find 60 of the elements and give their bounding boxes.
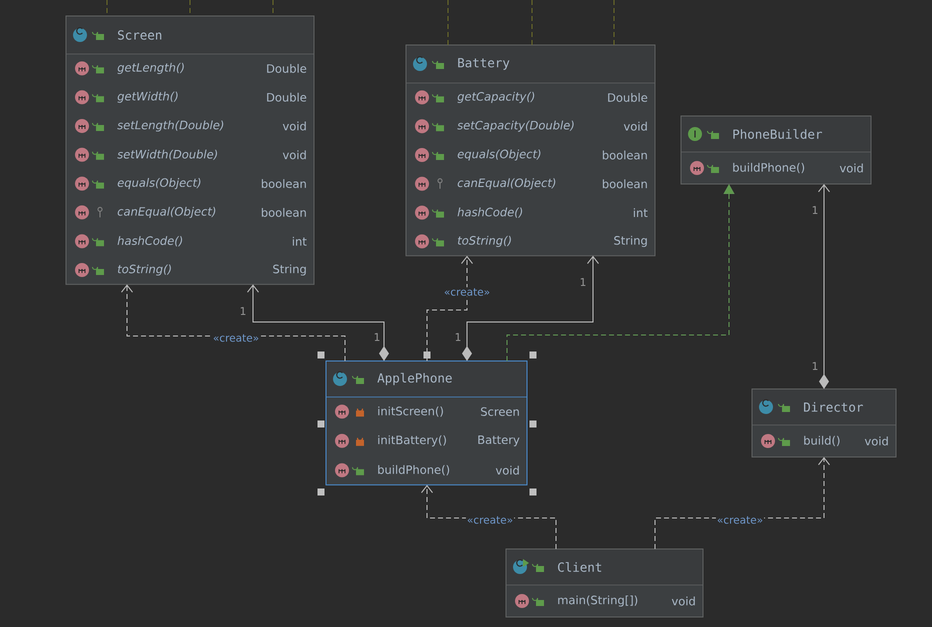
return-type: boolean	[262, 208, 306, 217]
class-name: ApplePhone	[377, 372, 452, 386]
multiplicity-label: 1	[374, 333, 380, 341]
multiplicity-label: 1	[580, 278, 586, 286]
return-type: Screen	[481, 407, 519, 416]
return-type: Double	[267, 64, 306, 73]
class-name: Screen	[118, 30, 162, 40]
method-name: equals(Object)	[118, 178, 200, 190]
method-name: hashCode()	[118, 236, 182, 246]
class-name: Client	[558, 562, 602, 572]
method-name: canEqual(Object)	[458, 178, 556, 190]
method-name: hashCode()	[458, 207, 522, 218]
method-name: getCapacity()	[458, 92, 534, 103]
return-type: Double	[608, 92, 648, 102]
return-type: boolean	[602, 179, 647, 188]
method-name: canEqual(Object)	[118, 206, 216, 218]
class-name: PhoneBuilder	[733, 129, 822, 139]
method-name: main(String[])	[558, 595, 638, 607]
return-type: int	[292, 236, 307, 246]
multiplicity-label: 1	[812, 362, 818, 370]
method-name: buildPhone()	[378, 465, 450, 476]
method-name: getWidth()	[118, 92, 178, 103]
method-name: getLength()	[118, 62, 184, 74]
class-name: Director	[804, 402, 863, 412]
return-type: Battery	[478, 436, 520, 446]
association-arrow	[462, 256, 599, 361]
return-type: String	[614, 236, 647, 247]
edge-label: «create»	[466, 515, 514, 525]
return-type: boolean	[602, 150, 647, 160]
return-type: void	[282, 122, 306, 130]
dependency-arrow	[426, 256, 473, 362]
return-type: void	[496, 466, 519, 475]
method-name: toString()	[118, 264, 171, 276]
return-type: int	[634, 208, 648, 217]
return-type: void	[282, 150, 306, 160]
edge-label: «create»	[442, 287, 492, 297]
method-name: initBattery()	[378, 435, 446, 446]
method-name: initScreen()	[378, 406, 443, 417]
return-type: boolean	[262, 179, 306, 188]
method-name: setLength(Double)	[117, 120, 224, 132]
return-type: Double	[267, 92, 306, 102]
return-type: void	[864, 436, 888, 446]
association-arrow	[818, 184, 830, 389]
multiplicity-label: 1	[812, 206, 818, 214]
edge-label: «create»	[716, 515, 764, 525]
multiplicity-label: 1	[240, 307, 246, 315]
return-type: void	[624, 122, 647, 131]
method-name: setCapacity(Double)	[457, 120, 574, 132]
multiplicity-label: 1	[456, 333, 460, 341]
method-name: toString()	[458, 236, 511, 247]
method-name: setWidth(Double)	[117, 150, 217, 160]
return-type: void	[672, 596, 695, 606]
method-name: equals(Object)	[458, 149, 540, 161]
return-type: String	[273, 264, 306, 276]
class-name: Battery	[458, 58, 510, 70]
method-name: buildPhone()	[733, 162, 804, 174]
method-name: build()	[804, 436, 840, 446]
edge-label: «create»	[212, 333, 260, 343]
return-type: void	[840, 164, 863, 172]
association-arrow	[247, 284, 389, 361]
